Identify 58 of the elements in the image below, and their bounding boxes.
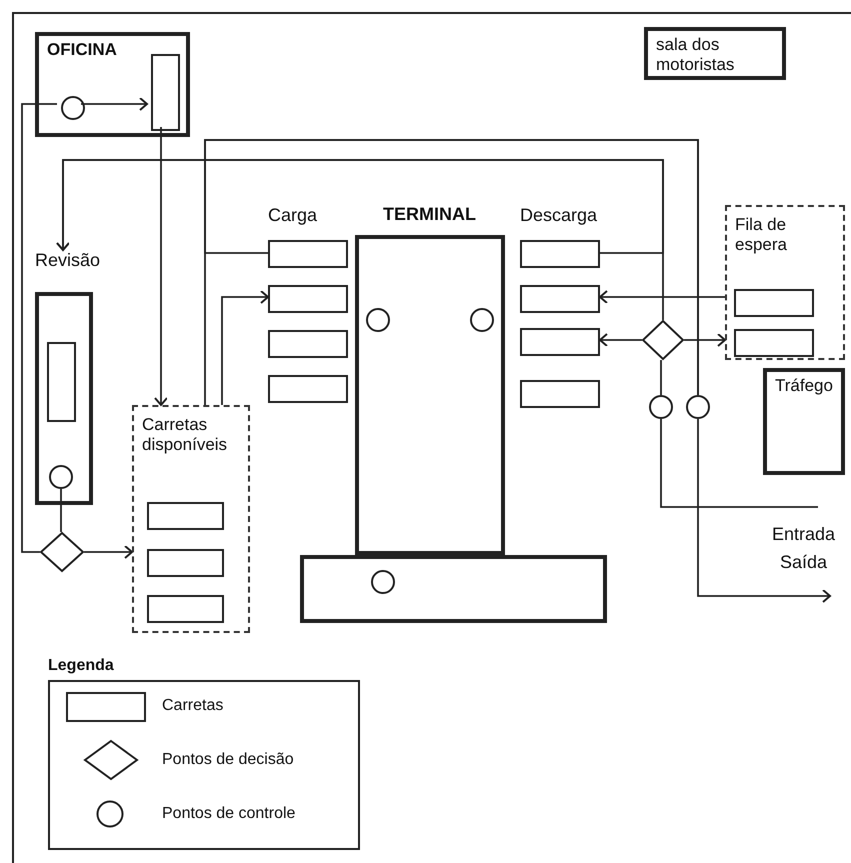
room-outline xyxy=(644,27,786,80)
legend-title: Legenda xyxy=(48,656,114,676)
flow-line xyxy=(660,360,662,395)
trailer-box xyxy=(147,595,224,623)
flow-arrow xyxy=(221,290,269,405)
area-heading: TERMINAL xyxy=(383,204,476,224)
flow-line xyxy=(660,419,818,508)
flow-line xyxy=(60,489,62,532)
room-outline xyxy=(35,32,190,137)
control-point xyxy=(470,308,494,332)
trailer-box xyxy=(520,380,600,408)
flow-arrow xyxy=(599,290,725,304)
platform-outline xyxy=(300,555,607,623)
room-label: OFICINA xyxy=(46,39,118,60)
exit-label: Saída xyxy=(780,552,828,572)
flow-arrow xyxy=(84,545,133,559)
control-point xyxy=(649,395,673,419)
room-label: Tráfego xyxy=(774,375,834,396)
area-outline xyxy=(132,405,250,633)
control-point xyxy=(61,96,85,120)
area-heading: Descarga xyxy=(520,205,598,225)
trailer-box xyxy=(520,328,600,356)
flow-arrow xyxy=(599,333,642,347)
room-outline xyxy=(763,368,845,475)
trailer-box xyxy=(268,330,348,358)
area-heading: Carga xyxy=(268,205,318,225)
decision-diamond xyxy=(40,532,84,572)
room-label: sala dos motoristas xyxy=(655,34,736,75)
flow-arrow xyxy=(81,97,148,111)
area-label: Fila de espera xyxy=(734,214,788,255)
flow-arrow xyxy=(697,419,831,603)
control-point xyxy=(366,308,390,332)
trailer-box xyxy=(734,329,814,357)
flow-arrow xyxy=(56,159,664,254)
trailer-box xyxy=(47,342,76,422)
legend-label: Carretas xyxy=(162,696,224,716)
control-point xyxy=(686,395,710,419)
flow-arrow xyxy=(154,127,168,406)
trailer-box xyxy=(520,240,600,268)
trailer-box xyxy=(734,289,814,317)
trailer-box xyxy=(268,240,348,268)
flow-line xyxy=(21,103,57,553)
decision-diamond xyxy=(642,320,684,360)
trailer-box xyxy=(268,375,348,403)
control-point xyxy=(49,465,73,489)
area-outline xyxy=(725,205,845,360)
area-heading: Revisão xyxy=(35,250,100,270)
trailer-box xyxy=(268,285,348,313)
trailer-box xyxy=(147,549,224,577)
flow-arrow xyxy=(684,333,726,347)
trailer-box xyxy=(151,54,180,131)
legend-label: Pontos de controle xyxy=(162,804,296,824)
legend-label: Pontos de decisão xyxy=(162,750,294,770)
control-point xyxy=(371,570,395,594)
trailer-box xyxy=(520,285,600,313)
area-label: Carretas disponíveis xyxy=(141,414,228,455)
trailer-box xyxy=(147,502,224,530)
exit-label: Entrada xyxy=(772,524,836,544)
